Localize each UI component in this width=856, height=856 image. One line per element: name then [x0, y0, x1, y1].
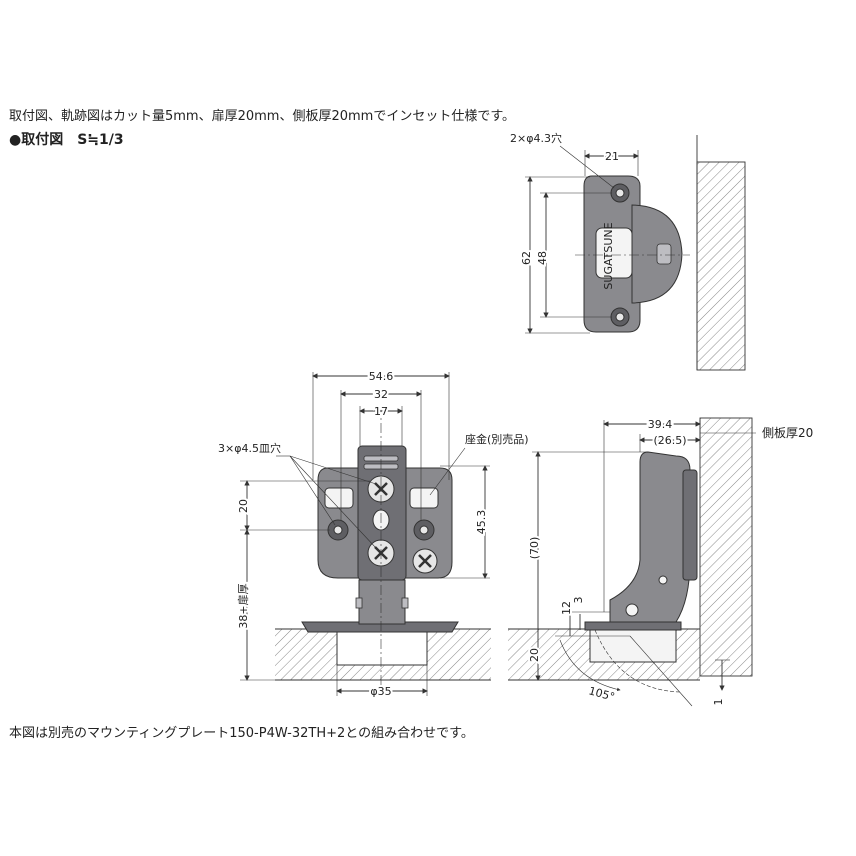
side-dim-3: 3	[572, 597, 585, 604]
footer-note: 本図は別売のマウンティングプレート150-P4W-32TH+2との組み合わせです…	[9, 726, 474, 741]
side-dim-20: 20	[528, 648, 541, 662]
side-dim-26-5: (26.5)	[653, 434, 686, 447]
front-view: 54.6 32 17 3×φ4.5皿穴 座金(別売品) 45.3 20 38+扉…	[218, 368, 529, 700]
side-dim-70: (70)	[528, 537, 541, 560]
front-washer-label: 座金(別売品)	[465, 432, 529, 446]
svg-text:SUGATSUNE: SUGATSUNE	[602, 222, 615, 289]
top-side-panel	[696, 161, 746, 371]
side-hinge-body	[609, 451, 691, 623]
front-dim-door: 38+扉厚	[237, 583, 250, 628]
front-dim-20: 20	[237, 499, 250, 513]
front-dim-54-6: 54.6	[369, 370, 394, 383]
side-dim-39-4: 39.4	[648, 418, 673, 431]
side-view: 105° 39.4 (26.5) 側板厚20 (70) 20 12 3 1	[508, 416, 813, 708]
header-note: 取付図、軌跡図はカット量5mm、扉厚20mm、側板厚20mmでインセット仕様です…	[9, 109, 516, 124]
side-panel-label: 側板厚20	[762, 426, 813, 440]
side-dim-1: 1	[712, 699, 725, 706]
side-angle: 105°	[587, 684, 616, 703]
front-cup	[336, 628, 428, 666]
front-dim-17: 17	[374, 405, 388, 418]
front-dim-45-3: 45.3	[475, 510, 488, 535]
front-dim-32: 32	[374, 388, 388, 401]
top-view: SUGATSUNE 21 2×φ4.3穴 62 48	[510, 131, 746, 371]
front-screw-label: 3×φ4.5皿穴	[218, 441, 281, 455]
top-dim-48: 48	[536, 251, 549, 265]
side-dim-12: 12	[560, 601, 573, 615]
front-dim-cup: φ35	[370, 685, 391, 698]
top-dim-width: 21	[605, 150, 619, 163]
section-title: ●取付図 S≒1/3	[9, 132, 124, 148]
top-hole-label: 2×φ4.3穴	[510, 131, 562, 145]
side-panel-hatch	[699, 417, 753, 677]
front-flange	[301, 621, 459, 633]
top-dim-62: 62	[520, 251, 533, 265]
